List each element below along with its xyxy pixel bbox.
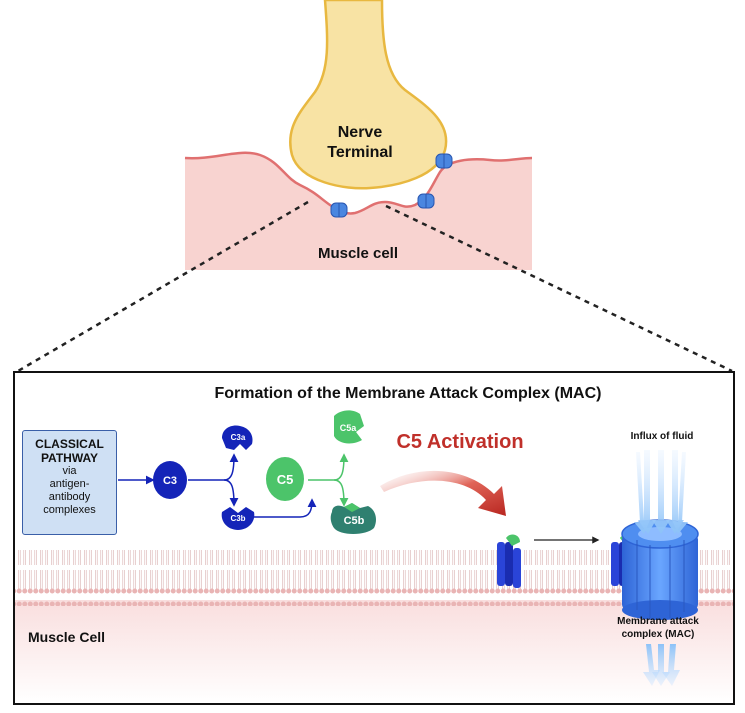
classical-pathway-box: CLASSICAL PATHWAY via antigen- antibody …: [22, 430, 117, 535]
influx-label: Influx of fluid: [631, 431, 694, 442]
c5b-label: C5b: [344, 515, 365, 527]
c5-activation-label: C5 Activation: [396, 431, 523, 453]
c5b-membrane-insert: [497, 534, 521, 588]
top-panel: Nerve Terminal Muscle cell: [184, 0, 533, 270]
receptor-icon: [435, 153, 453, 169]
mac-label-line1: Membrane attack: [617, 616, 699, 627]
fluid-efflux-arrows: [643, 644, 680, 686]
muscle-membrane: [184, 151, 533, 215]
zoom-line-left: [17, 200, 309, 373]
c5-label: C5: [277, 472, 294, 487]
classical-pathway-line1: CLASSICAL: [35, 437, 104, 451]
c5a-label: C5a: [340, 423, 358, 433]
nerve-terminal: [289, 0, 448, 190]
arrow-c5-to-c5b: [333, 479, 349, 507]
c3b-label: C3b: [230, 514, 245, 523]
muscle-cell-label: Muscle cell: [318, 245, 398, 262]
c3-label: C3: [163, 475, 177, 487]
c3a-node: [222, 425, 253, 450]
nerve-terminal-label-line1: Nerve: [338, 124, 383, 141]
c3b-node: [221, 507, 255, 530]
c3a-label: C3a: [231, 433, 246, 442]
muscle-cell-block: [185, 152, 532, 270]
muscle-cell-background: [15, 600, 733, 703]
zoom-line-right: [385, 204, 733, 373]
classical-pathway-line6: complexes: [43, 504, 96, 516]
receptor-icon: [417, 193, 435, 209]
classical-pathway-line2: PATHWAY: [40, 451, 99, 465]
nerve-terminal-label-line2: Terminal: [327, 144, 393, 161]
classical-pathway-line5: antibody: [48, 491, 91, 503]
receptor-icon: [330, 202, 348, 218]
mac-pore-icon: [621, 519, 699, 620]
c5a-node: [334, 410, 364, 444]
c5-node: [266, 457, 304, 501]
mac-label-line2: complex (MAC): [622, 629, 695, 640]
main-panel: Formation of the Membrane Attack Complex…: [13, 371, 735, 705]
classical-pathway-line3: via: [62, 465, 77, 477]
c5b-node-top: [344, 503, 360, 512]
c3-node: [153, 461, 187, 499]
classical-pathway-line4: antigen-: [49, 478, 90, 490]
arrow-c3b-to-c5: [252, 498, 317, 518]
main-title: Formation of the Membrane Attack Complex…: [215, 385, 602, 402]
c5-activation-arrow: [380, 470, 506, 516]
c5b-node: [330, 503, 376, 534]
arrow-c3-to-c3b: [223, 479, 239, 507]
fluid-influx-arrows: [634, 450, 688, 534]
muscle-cell-inner-label: Muscle Cell: [28, 629, 105, 645]
